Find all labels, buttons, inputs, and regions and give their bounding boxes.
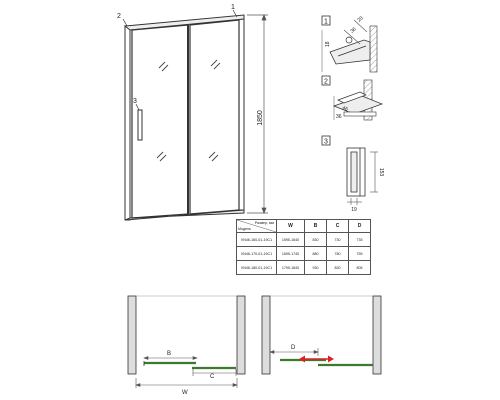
table-row: VN46-160-01-19C1 1595-1640 830 730 735 [236, 232, 371, 247]
detail-2-number: 2 [324, 79, 328, 86]
slide-direction-arrow [299, 355, 334, 363]
top-rail [123, 14, 245, 31]
w-cell: 1695-1740 [276, 246, 305, 261]
height-dimension [247, 14, 268, 214]
callout-leader-3 [135, 103, 140, 111]
detail-3-width: 19 [351, 207, 357, 213]
spec-table-corner-cell: Размер, мм Модель [236, 219, 277, 233]
column-b: B [304, 219, 327, 233]
plan-right-wall [236, 295, 246, 375]
detail-1-dim-a: 18 [325, 41, 331, 47]
column-w: W [276, 219, 305, 233]
callout-leader-2 [122, 18, 128, 27]
d-cell: 755 [348, 246, 371, 261]
detail-1-number: 1 [324, 19, 328, 26]
w-cell: 1595-1640 [276, 232, 305, 247]
b-cell: 880 [304, 246, 327, 261]
d-cell: 805 [348, 260, 371, 275]
detail-views: 1 18 36 20 2 46 36 3 [321, 15, 384, 213]
spec-table: Размер, мм Модель W B C D VN46-160-01-19… [236, 219, 371, 275]
door-front-view: 1 2 3 1850 [117, 4, 268, 221]
detail-1-badge [321, 15, 331, 26]
model-cell: VN46-170-01-19C1 [236, 246, 277, 261]
detail-3-badge [321, 135, 331, 146]
c-cell: 730 [326, 232, 349, 247]
callout-3: 3 [133, 98, 137, 105]
callout-2: 2 [117, 13, 121, 20]
detail-2-dim-a: 46 [341, 105, 348, 113]
callout-1: 1 [231, 4, 235, 11]
door-handle [137, 109, 143, 141]
d-cell: 735 [348, 232, 371, 247]
sliding-glass-panel [189, 19, 240, 215]
corner-diagonal [237, 220, 276, 232]
detail-3-number: 3 [324, 139, 328, 146]
plan-label-c: C [210, 374, 215, 380]
plan-label-d: D [291, 345, 296, 351]
plan2-right-wall [372, 295, 382, 375]
detail-2-badge [321, 75, 331, 86]
detail-1-wall [369, 25, 378, 73]
b-cell: 930 [304, 260, 327, 275]
column-d: D [348, 219, 371, 233]
right-wall-profile [238, 16, 245, 211]
detail-3: 3 153 19 [321, 135, 384, 213]
c-cell: 830 [326, 260, 349, 275]
table-row: VN46-170-01-19C1 1695-1740 880 780 755 [236, 246, 371, 261]
callout-leader-1 [232, 9, 238, 18]
left-wall-profile [124, 25, 131, 221]
detail-2-dim-b: 36 [336, 114, 342, 120]
header-size-label: Размер, мм [254, 221, 274, 225]
b-cell: 830 [304, 232, 327, 247]
c-cell: 780 [326, 246, 349, 261]
detail-1: 1 18 36 20 [321, 15, 378, 73]
detail-3-height: 153 [378, 168, 384, 177]
header-model-label: Модель [238, 227, 251, 231]
spec-table-header-row: Размер, мм Модель W B C D [236, 219, 371, 233]
model-cell: VN46-180-01-19C1 [236, 260, 277, 275]
w-cell: 1795-1840 [276, 260, 305, 275]
detail-1-dim-c: 20 [356, 15, 364, 23]
glass-reflection-marks [156, 59, 221, 162]
plan-view-open: D [261, 295, 382, 375]
column-c: C [326, 219, 349, 233]
detail-3-handle [350, 151, 358, 193]
detail-1-dim-b: 36 [349, 26, 357, 34]
model-cell: VN46-160-01-19C1 [236, 232, 277, 247]
plan2-left-wall [261, 295, 271, 375]
plan-label-w: W [182, 390, 188, 396]
detail-2: 2 46 36 [321, 75, 384, 121]
plan-view-closed: B C W [127, 295, 246, 396]
plan-left-wall [127, 295, 137, 375]
height-dimension-label: 1850 [257, 110, 264, 126]
plan-label-b: B [167, 351, 171, 357]
table-row: VN46-180-01-19C1 1795-1840 930 830 805 [236, 260, 371, 275]
